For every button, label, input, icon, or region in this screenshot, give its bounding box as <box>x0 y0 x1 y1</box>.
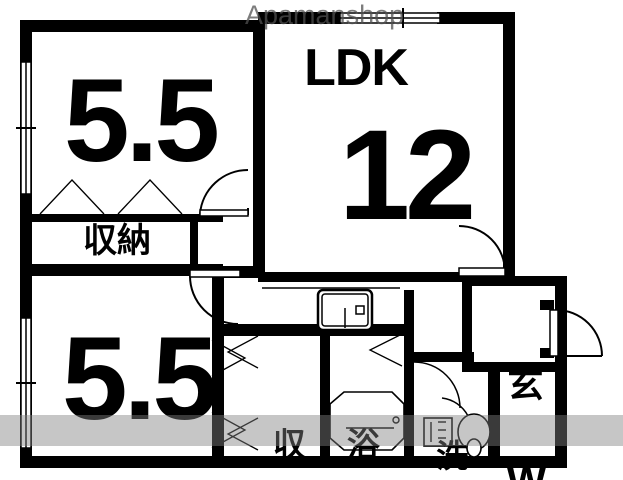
fixtures-group <box>262 287 491 458</box>
bathroom-label-line1: 浴 <box>346 426 380 464</box>
slide-mark-center-closet-bottom <box>226 417 259 451</box>
wall-top-entrance-block <box>462 276 567 286</box>
washbasin-cabinet-icon <box>423 417 453 447</box>
wall-between-room-and-ldk <box>253 20 265 272</box>
closet-slide-mark-2 <box>117 179 183 215</box>
door-ldk-to-hall <box>458 225 506 277</box>
slide-mark-center-closet-top <box>226 335 259 369</box>
wall-stub-entrance-door-bottom <box>540 348 554 358</box>
door-bottom-room-hinged <box>189 269 241 325</box>
wall-between-washroom-wc <box>488 362 500 460</box>
window-left-top <box>16 61 36 195</box>
bathroom-label: 浴 室 <box>336 356 390 480</box>
wall-above-wc <box>462 362 567 372</box>
door-top-room-hinged <box>199 168 249 217</box>
toilet-label: W C <box>502 374 550 480</box>
toilet-label-line1: W <box>502 459 550 480</box>
sliding-door-marks <box>39 179 403 451</box>
entrance-label: 玄 関 <box>500 286 550 480</box>
wall-above-washroom <box>414 352 474 362</box>
closet-slide-mark-1 <box>39 179 105 215</box>
ldk-label: LDK <box>304 39 409 97</box>
wall-left-entrance-block <box>462 276 472 372</box>
window-left-bottom <box>16 317 36 449</box>
washroom-door-arc <box>413 361 461 409</box>
windows-group <box>16 8 441 449</box>
wall-right-ldk <box>503 12 515 284</box>
window-ldk-top <box>339 8 441 28</box>
door-entrance <box>549 309 603 357</box>
closet-label-center-line1: 収 <box>272 426 306 464</box>
wall-top-ldk-right <box>437 12 515 24</box>
room-label-5-5-bottom: 5.5 <box>61 313 218 445</box>
washroom-label-line1: 洗 <box>436 438 468 475</box>
watermark-text: Apamanshop <box>245 0 405 30</box>
wall-stub-entrance-door-top <box>540 300 554 310</box>
doors-group <box>189 168 603 357</box>
room-label-5-5-top: 5.5 <box>63 55 220 187</box>
slide-mark-hall-lower <box>211 411 247 449</box>
wall-right-of-closet-top <box>190 214 198 266</box>
wall-between-closet-bathroom <box>320 330 330 460</box>
bathtub-icon <box>329 391 405 451</box>
washroom-label: 洗 面 <box>428 370 476 480</box>
wall-under-closet-top <box>20 264 223 276</box>
wall-under-top-room <box>32 214 223 222</box>
slide-mark-hall-upper <box>211 339 247 377</box>
closet-label-top: 収納 <box>83 222 151 260</box>
toilet-bowl-icon <box>441 397 491 458</box>
wall-right-of-bathroom <box>404 330 414 460</box>
kitchen-sink-icon <box>316 288 374 332</box>
entrance-label-line1: 玄 <box>507 364 543 406</box>
wall-ldk-bottom <box>258 272 508 282</box>
wall-top-ldk-left <box>258 12 343 24</box>
slide-mark-bathroom <box>368 333 403 367</box>
wall-top-left <box>20 20 265 32</box>
ldk-size-label: 12 <box>338 104 476 247</box>
wall-bottom-outer <box>20 456 567 468</box>
wall-hall-vertical-mid <box>404 290 414 330</box>
walls-group <box>20 12 567 468</box>
closet-label-center: 収 納 <box>262 356 316 480</box>
